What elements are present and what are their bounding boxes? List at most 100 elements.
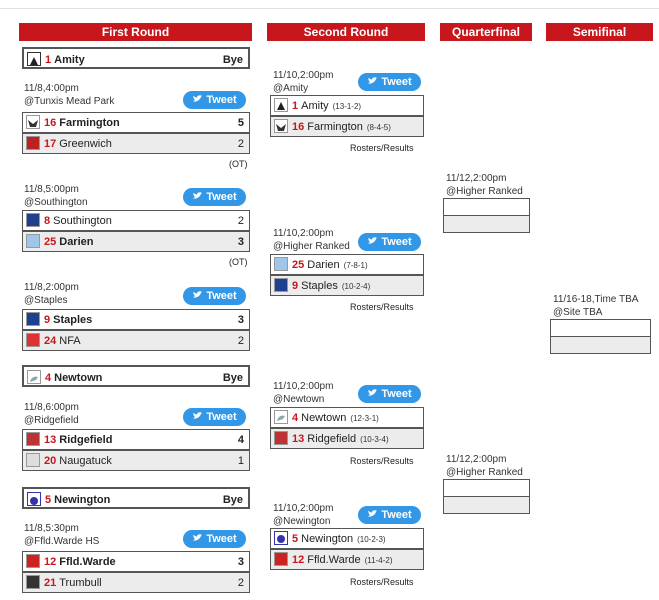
tweet-button[interactable]: Tweet	[183, 408, 246, 426]
newington-logo-icon	[274, 531, 288, 546]
empty-slot	[550, 319, 651, 337]
rosters-results-link[interactable]: Rosters/Results	[350, 456, 414, 466]
ffld-warde-logo-icon	[26, 554, 40, 569]
ridgefield-logo-icon	[274, 431, 288, 446]
score: 3	[237, 314, 244, 326]
game-location: @Newington	[273, 516, 331, 527]
tweet-button[interactable]: Tweet	[358, 506, 421, 524]
naugatuck-logo-icon	[26, 453, 40, 468]
seed-number: 1	[45, 54, 52, 66]
game-location: @Higher Ranked	[273, 241, 350, 252]
empty-slot	[443, 215, 530, 233]
team-record: (10-2-3)	[357, 535, 386, 544]
twitter-bird-icon	[193, 192, 203, 199]
empty-slot	[550, 336, 651, 354]
team-record: (10-2-4)	[341, 282, 371, 291]
overtime-note: (OT)	[229, 257, 248, 267]
bye-label: Bye	[222, 494, 243, 506]
tweet-button[interactable]: Tweet	[183, 287, 246, 305]
twitter-bird-icon	[193, 412, 203, 419]
team-name[interactable]: Newtown	[54, 372, 103, 384]
game-location: @Staples	[24, 295, 68, 306]
rosters-results-link[interactable]: Rosters/Results	[350, 577, 414, 587]
rosters-results-link[interactable]: Rosters/Results	[350, 302, 414, 312]
score: 2	[237, 335, 244, 347]
southington-logo-icon	[26, 213, 40, 228]
score: 2	[237, 577, 244, 589]
game-date: 11/8,6:00pm	[24, 402, 79, 413]
amity-logo-icon	[27, 52, 41, 67]
newtown-logo-icon	[274, 410, 288, 425]
newtown-logo-icon	[27, 370, 41, 385]
team-name[interactable]: Amity	[54, 54, 85, 66]
empty-slot	[443, 198, 530, 216]
tweet-button[interactable]: Tweet	[358, 73, 421, 91]
score: 5	[237, 117, 244, 129]
game-location: @Tunxis Mead Park	[24, 96, 115, 107]
game-date: 11/16-18,Time TBA	[553, 294, 639, 305]
score: 4	[237, 434, 244, 446]
tweet-button[interactable]: Tweet	[358, 385, 421, 403]
team-record: (10-3-4)	[360, 435, 389, 444]
team-name[interactable]: Newington	[54, 494, 111, 506]
bye-label: Bye	[222, 372, 243, 384]
tweet-button[interactable]: Tweet	[183, 530, 246, 548]
tweet-button[interactable]: Tweet	[183, 188, 246, 206]
score: 3	[237, 556, 244, 568]
score: 3	[237, 236, 244, 248]
tweet-button[interactable]: Tweet	[183, 91, 246, 109]
game-date: 11/8,5:00pm	[24, 184, 79, 195]
newington-logo-icon	[27, 492, 41, 507]
team-record: (11-4-2)	[364, 556, 393, 565]
nfa-logo-icon	[26, 333, 40, 348]
rosters-results-link[interactable]: Rosters/Results	[350, 143, 414, 153]
game-location: @Ffld.Warde HS	[24, 536, 100, 547]
tweet-button[interactable]: Tweet	[358, 233, 421, 251]
team-record: (12-3-1)	[350, 414, 379, 423]
trumbull-logo-icon	[26, 575, 40, 590]
game-location: @Ridgefield	[24, 415, 79, 426]
twitter-bird-icon	[193, 95, 203, 102]
amity-logo-icon	[274, 98, 288, 113]
twitter-bird-icon	[368, 77, 378, 84]
game-date: 11/12,2:00pm	[446, 173, 507, 184]
score: 2	[237, 215, 244, 227]
darien-logo-icon	[26, 234, 40, 249]
top-divider	[0, 8, 659, 9]
game-location: @Higher Ranked	[446, 467, 523, 478]
empty-slot	[443, 496, 530, 514]
game-location: @Higher Ranked	[446, 186, 523, 197]
overtime-note: (OT)	[229, 159, 248, 169]
header-first-round: First Round	[19, 23, 252, 41]
bye-label: Bye	[222, 54, 243, 66]
darien-logo-icon	[274, 257, 288, 272]
score: 1	[237, 455, 244, 467]
game-location: @Southington	[24, 197, 88, 208]
ridgefield-logo-icon	[26, 432, 40, 447]
score: 2	[237, 138, 244, 150]
game-date: 11/10,2:00pm	[273, 503, 334, 514]
header-quarterfinal: Quarterfinal	[440, 23, 532, 41]
greenwich-logo-icon	[26, 136, 40, 151]
